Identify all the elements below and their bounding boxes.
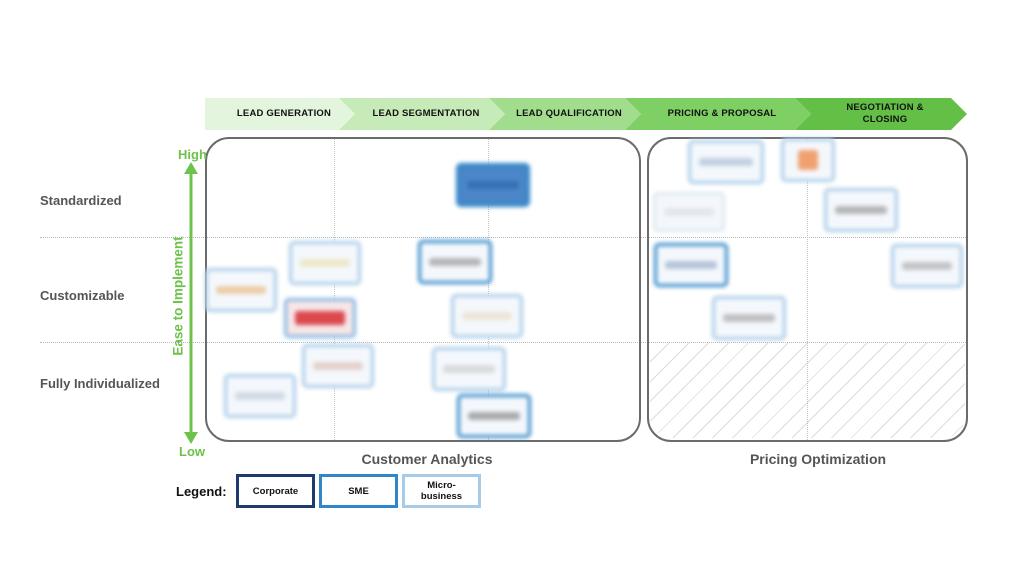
company-logo bbox=[781, 138, 835, 182]
axis-arrow-icon bbox=[184, 162, 198, 444]
stage-pricing-proposal: PRICING & PROPOSAL bbox=[625, 98, 811, 130]
company-logo bbox=[891, 244, 963, 288]
company-logo bbox=[688, 140, 764, 184]
stage-label: LEAD QUALIFICATION bbox=[516, 108, 622, 119]
stage-label: PRICING & PROPOSAL bbox=[667, 108, 777, 119]
company-logo bbox=[418, 240, 492, 284]
row-divider bbox=[40, 237, 968, 238]
company-logo bbox=[224, 374, 296, 418]
axis-low-label: Low bbox=[179, 444, 205, 459]
stage-negotiation-closing: NEGOTIATION & CLOSING bbox=[795, 98, 967, 130]
row-label-fully-individualized: Fully Individualized bbox=[40, 376, 160, 391]
stage-label: LEAD GENERATION bbox=[236, 108, 332, 119]
company-logo bbox=[302, 344, 374, 388]
legend-label: Micro- business bbox=[420, 480, 463, 502]
legend-title: Legend: bbox=[176, 484, 227, 499]
legend-item-micro-business: Micro- business bbox=[402, 474, 481, 508]
company-logo bbox=[712, 296, 786, 340]
stage-lead-segmentation: LEAD SEGMENTATION bbox=[339, 98, 505, 130]
column-divider bbox=[334, 138, 335, 440]
stage-label: LEAD SEGMENTATION bbox=[372, 108, 480, 119]
company-logo bbox=[284, 298, 356, 338]
company-logo bbox=[457, 394, 531, 438]
stage-label: NEGOTIATION & CLOSING bbox=[846, 102, 924, 125]
section-label-customer-analytics: Customer Analytics bbox=[361, 451, 493, 467]
row-label-standardized: Standardized bbox=[40, 193, 122, 208]
legend-label: SME bbox=[348, 485, 369, 497]
legend-item-corporate: Corporate bbox=[236, 474, 315, 508]
row-label-customizable: Customizable bbox=[40, 288, 125, 303]
column-divider bbox=[807, 138, 808, 440]
company-logo bbox=[654, 243, 728, 287]
section-label-pricing-optimization: Pricing Optimization bbox=[749, 451, 887, 467]
company-logo bbox=[205, 268, 277, 312]
company-logo bbox=[824, 188, 898, 232]
legend-item-sme: SME bbox=[319, 474, 398, 508]
row-divider bbox=[40, 342, 968, 343]
company-logo bbox=[289, 241, 361, 285]
axis-high-label: High bbox=[178, 147, 207, 162]
company-logo bbox=[451, 294, 523, 338]
axis-title: Ease to Implement bbox=[170, 236, 186, 356]
stage-lead-generation: LEAD GENERATION bbox=[205, 98, 355, 130]
column-divider bbox=[488, 138, 489, 440]
legend-label: Corporate bbox=[252, 485, 299, 497]
company-logo bbox=[653, 192, 725, 232]
company-logo bbox=[432, 347, 506, 391]
company-logo bbox=[456, 163, 530, 207]
stage-lead-qualification: LEAD QUALIFICATION bbox=[489, 98, 641, 130]
